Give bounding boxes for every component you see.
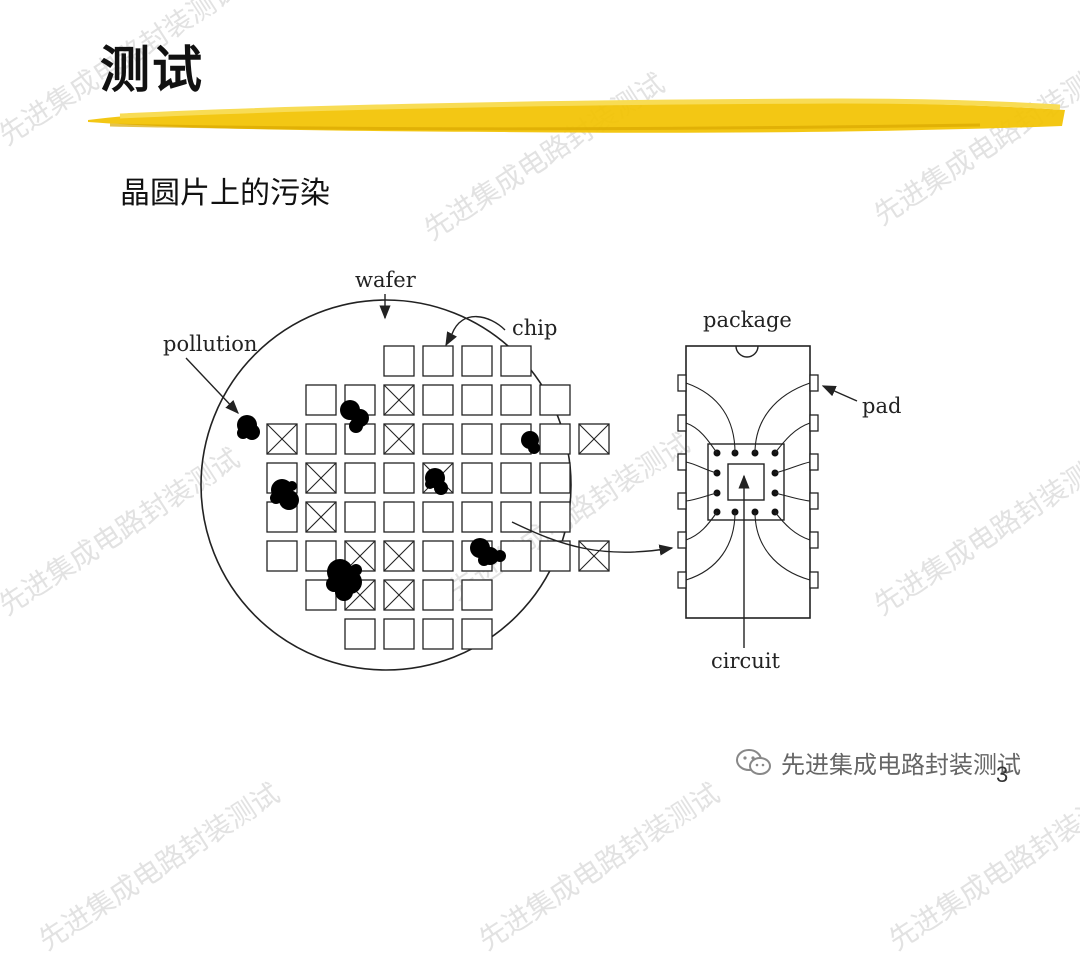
pollution-arrow: [185, 357, 239, 415]
chip: [500, 462, 532, 494]
chip: [422, 345, 454, 377]
package-label: package: [703, 308, 792, 332]
pad-arrow: [821, 385, 858, 402]
chip: [461, 462, 493, 494]
chip: [461, 501, 493, 533]
chip: [461, 384, 493, 416]
chip: [539, 501, 571, 533]
chip: [461, 345, 493, 377]
chip: [422, 540, 454, 572]
die-circuit: [727, 463, 765, 501]
package-pin: [677, 531, 687, 549]
chip: [500, 384, 532, 416]
footer-brand-text: 先进集成电路封装测试: [781, 751, 1021, 779]
slide-title: 测试: [100, 41, 204, 99]
footer-brand: 先进集成电路封装测试: [735, 745, 1021, 780]
chip-defective: [578, 423, 610, 455]
chip: [383, 501, 415, 533]
chip: [422, 423, 454, 455]
chip-defective: [305, 462, 337, 494]
pollution-blob: [326, 559, 362, 601]
package-pin: [809, 374, 819, 392]
chip: [383, 345, 415, 377]
wafer-label: wafer: [355, 268, 417, 292]
pollution-label: pollution: [163, 332, 257, 356]
chip: [422, 501, 454, 533]
chip-defective: [383, 423, 415, 455]
chip: [461, 618, 493, 650]
package-pin: [809, 571, 819, 589]
chip: [539, 384, 571, 416]
pollution-blob: [237, 415, 260, 440]
pollution-blob: [340, 400, 369, 433]
wechat-icon: [736, 748, 771, 775]
chip: [383, 618, 415, 650]
chip: [305, 423, 337, 455]
package-pin: [677, 374, 687, 392]
slide-subtitle: 晶圆片上的污染: [120, 176, 330, 211]
chip: [344, 618, 376, 650]
title-underline-brush: [88, 98, 1065, 133]
package-pin: [809, 531, 819, 549]
chip: [344, 462, 376, 494]
package-pin: [809, 414, 819, 432]
package-pin: [677, 414, 687, 432]
chip: [422, 384, 454, 416]
package-pin: [677, 571, 687, 589]
pollution-blobs: [237, 400, 540, 601]
chip: [500, 345, 532, 377]
wafer-outline: [200, 299, 572, 671]
chip: [305, 384, 337, 416]
chip-defective: [383, 540, 415, 572]
pollution-blob: [425, 468, 448, 495]
chip: [422, 579, 454, 611]
package-pin: [809, 453, 819, 471]
pollution-blob: [470, 538, 506, 566]
pad-label: pad: [862, 394, 901, 418]
chip-defective: [383, 579, 415, 611]
package-pin: [677, 492, 687, 510]
brush-stroke-light: [119, 98, 1061, 119]
package-pin: [809, 492, 819, 510]
die-outer: [707, 443, 785, 521]
die-bond-pads: [713, 449, 779, 516]
chip: [461, 423, 493, 455]
chip: [539, 423, 571, 455]
bond-wires: [685, 382, 811, 581]
package-notch: [735, 345, 759, 358]
pollution-blob: [270, 479, 299, 510]
chip-to-package-arrow: [511, 521, 674, 556]
chip-defective: [305, 501, 337, 533]
chip-label: chip: [512, 316, 557, 340]
package-body: [685, 345, 811, 619]
chip-defective: [266, 423, 298, 455]
chip-defective: [383, 384, 415, 416]
brush-stroke-dark: [109, 123, 981, 131]
chip: [383, 462, 415, 494]
chip: [539, 462, 571, 494]
chip: [266, 540, 298, 572]
pollution-blob: [521, 431, 540, 454]
chip-grid: [266, 345, 610, 650]
wafer-contamination-diagram: wafer chip pollution package: [163, 268, 901, 673]
circuit-label: circuit: [711, 649, 781, 673]
package-pins: [677, 374, 819, 589]
chip: [500, 501, 532, 533]
chip: [461, 579, 493, 611]
chip-defective: [578, 540, 610, 572]
chip-arrow: [445, 315, 506, 347]
chip: [539, 540, 571, 572]
page-number: 3: [996, 762, 1009, 787]
chip: [422, 618, 454, 650]
chip: [344, 501, 376, 533]
package-pin: [677, 453, 687, 471]
